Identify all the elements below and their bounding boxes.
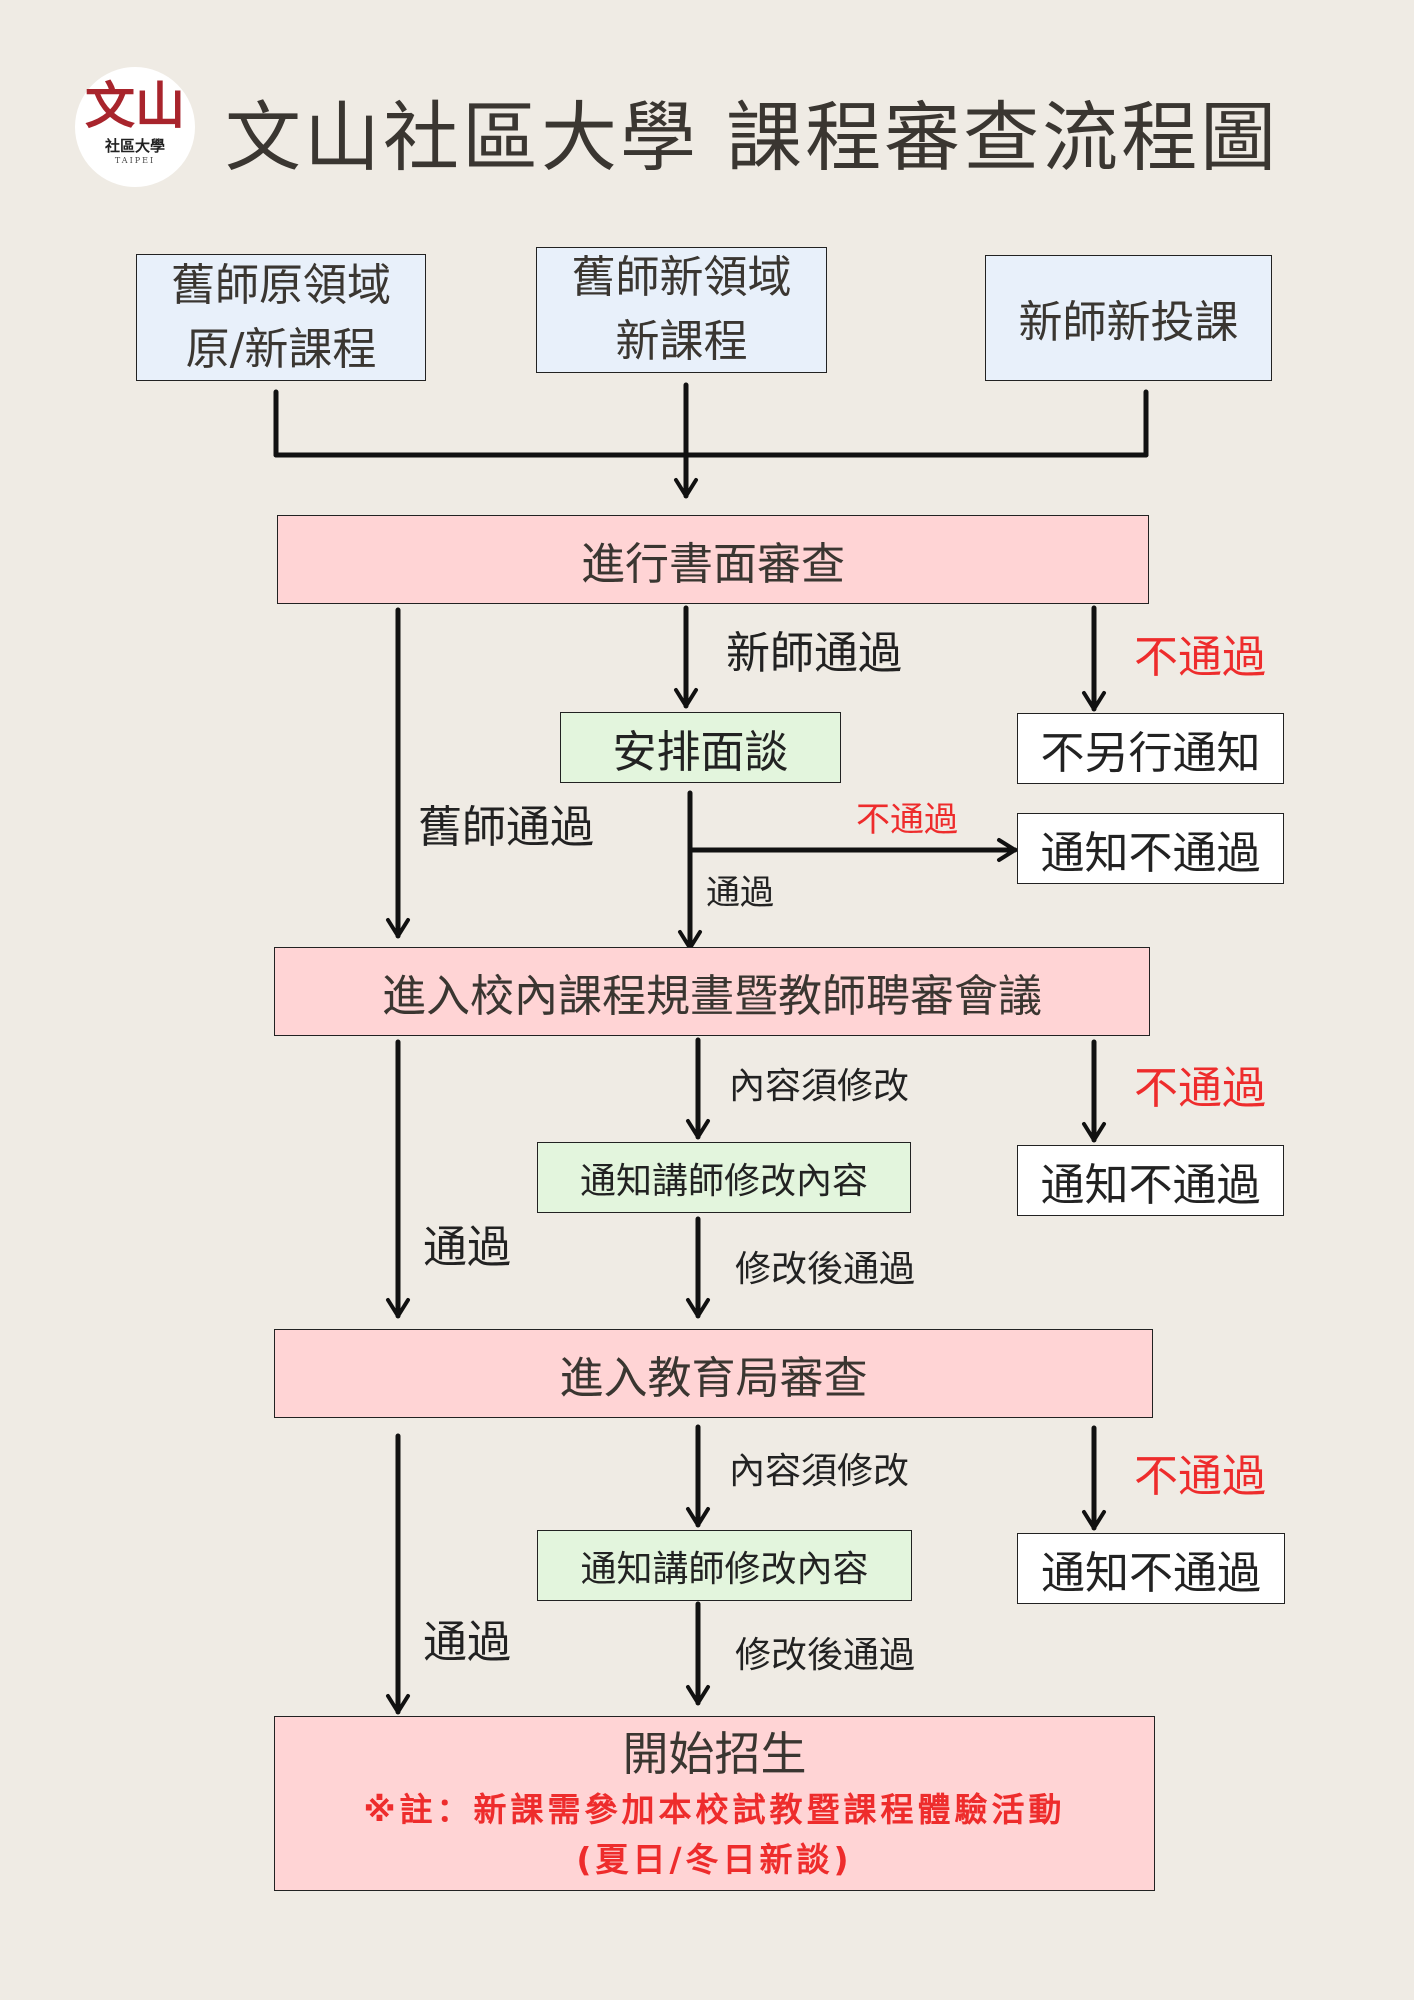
step-notify-revise-1: 通知講師修改內容 [537, 1142, 911, 1213]
label-new-teacher-pass: 新師通過 [726, 628, 902, 679]
enrollment-note-line-2: (夏日/冬日新談) [576, 1839, 853, 1879]
label-pass-interview: 通過 [706, 873, 774, 913]
logo-name: 社區大學 [104, 137, 165, 155]
source-1-line-1: 舊師原領域 [171, 259, 391, 311]
source-1-line-2: 原/新課程 [185, 323, 377, 375]
label-fail-interview: 不通過 [856, 800, 958, 840]
step-document-review-label: 進行書面審查 [581, 538, 845, 590]
label-pass-meeting: 通過 [423, 1222, 511, 1273]
outcome-notify-fail-interview: 通知不通過 [1017, 813, 1284, 884]
source-3-label: 新師新投課 [1018, 297, 1239, 348]
outcome-no-separate-notice-label: 不另行通知 [1040, 727, 1261, 779]
source-old-teacher-new-field: 舊師新領域 新課程 [536, 247, 827, 373]
outcome-no-separate-notice: 不另行通知 [1017, 713, 1284, 784]
source-2-line-1: 舊師新領域 [571, 252, 792, 303]
step-education-bureau: 進入教育局審查 [274, 1329, 1153, 1418]
enrollment-note-line-1: ※註：新課需參加本校試教暨課程體驗活動 [363, 1789, 1066, 1829]
outcome-notify-fail-meeting-label: 通知不通過 [1040, 1159, 1261, 1211]
outcome-notify-fail-meeting: 通知不通過 [1017, 1145, 1284, 1216]
step-enrollment-label: 開始招生 [622, 1726, 807, 1781]
label-fail-2: 不通過 [1134, 1063, 1266, 1114]
outcome-notify-fail-interview-label: 通知不通過 [1040, 827, 1261, 879]
page-title: 文山社區大學 課程審查流程圖 [225, 93, 1280, 182]
label-old-teacher-pass: 舊師通過 [418, 802, 594, 853]
step-document-review: 進行書面審查 [277, 515, 1149, 604]
step-notify-revise-2: 通知講師修改內容 [537, 1530, 912, 1601]
source-old-teacher-original-field: 舊師原領域 原/新課程 [136, 254, 426, 381]
logo-en: TAIPEI [114, 156, 156, 165]
label-needs-revision-2: 內容須修改 [729, 1451, 910, 1492]
logo: 文山 社區大學 TAIPEI [75, 67, 195, 187]
step-interview-label: 安排面談 [612, 726, 789, 778]
outcome-notify-fail-bureau-label: 通知不通過 [1041, 1547, 1261, 1599]
label-fail-1: 不通過 [1134, 632, 1266, 683]
label-pass-bureau: 通過 [423, 1617, 511, 1668]
step-education-bureau-label: 進入教育局審查 [559, 1352, 868, 1404]
label-revised-pass-1: 修改後通過 [735, 1249, 916, 1290]
step-school-meeting: 進入校內課程規畫暨教師聘審會議 [274, 947, 1150, 1036]
source-2-line-2: 新課程 [615, 316, 748, 367]
label-revised-pass-2: 修改後通過 [735, 1635, 916, 1676]
step-interview: 安排面談 [560, 712, 841, 783]
label-needs-revision-1: 內容須修改 [729, 1066, 910, 1107]
step-notify-revise-2-label: 通知講師修改內容 [580, 1548, 869, 1590]
label-fail-3: 不通過 [1134, 1451, 1266, 1502]
step-school-meeting-label: 進入校內課程規畫暨教師聘審會議 [382, 970, 1042, 1022]
step-notify-revise-1-label: 通知講師修改內容 [579, 1160, 868, 1202]
step-enrollment: 開始招生 ※註：新課需參加本校試教暨課程體驗活動 (夏日/冬日新談) [274, 1716, 1155, 1891]
logo-mark: 文山 [85, 76, 185, 135]
source-new-teacher: 新師新投課 [985, 255, 1272, 381]
outcome-notify-fail-bureau: 通知不通過 [1017, 1533, 1285, 1604]
